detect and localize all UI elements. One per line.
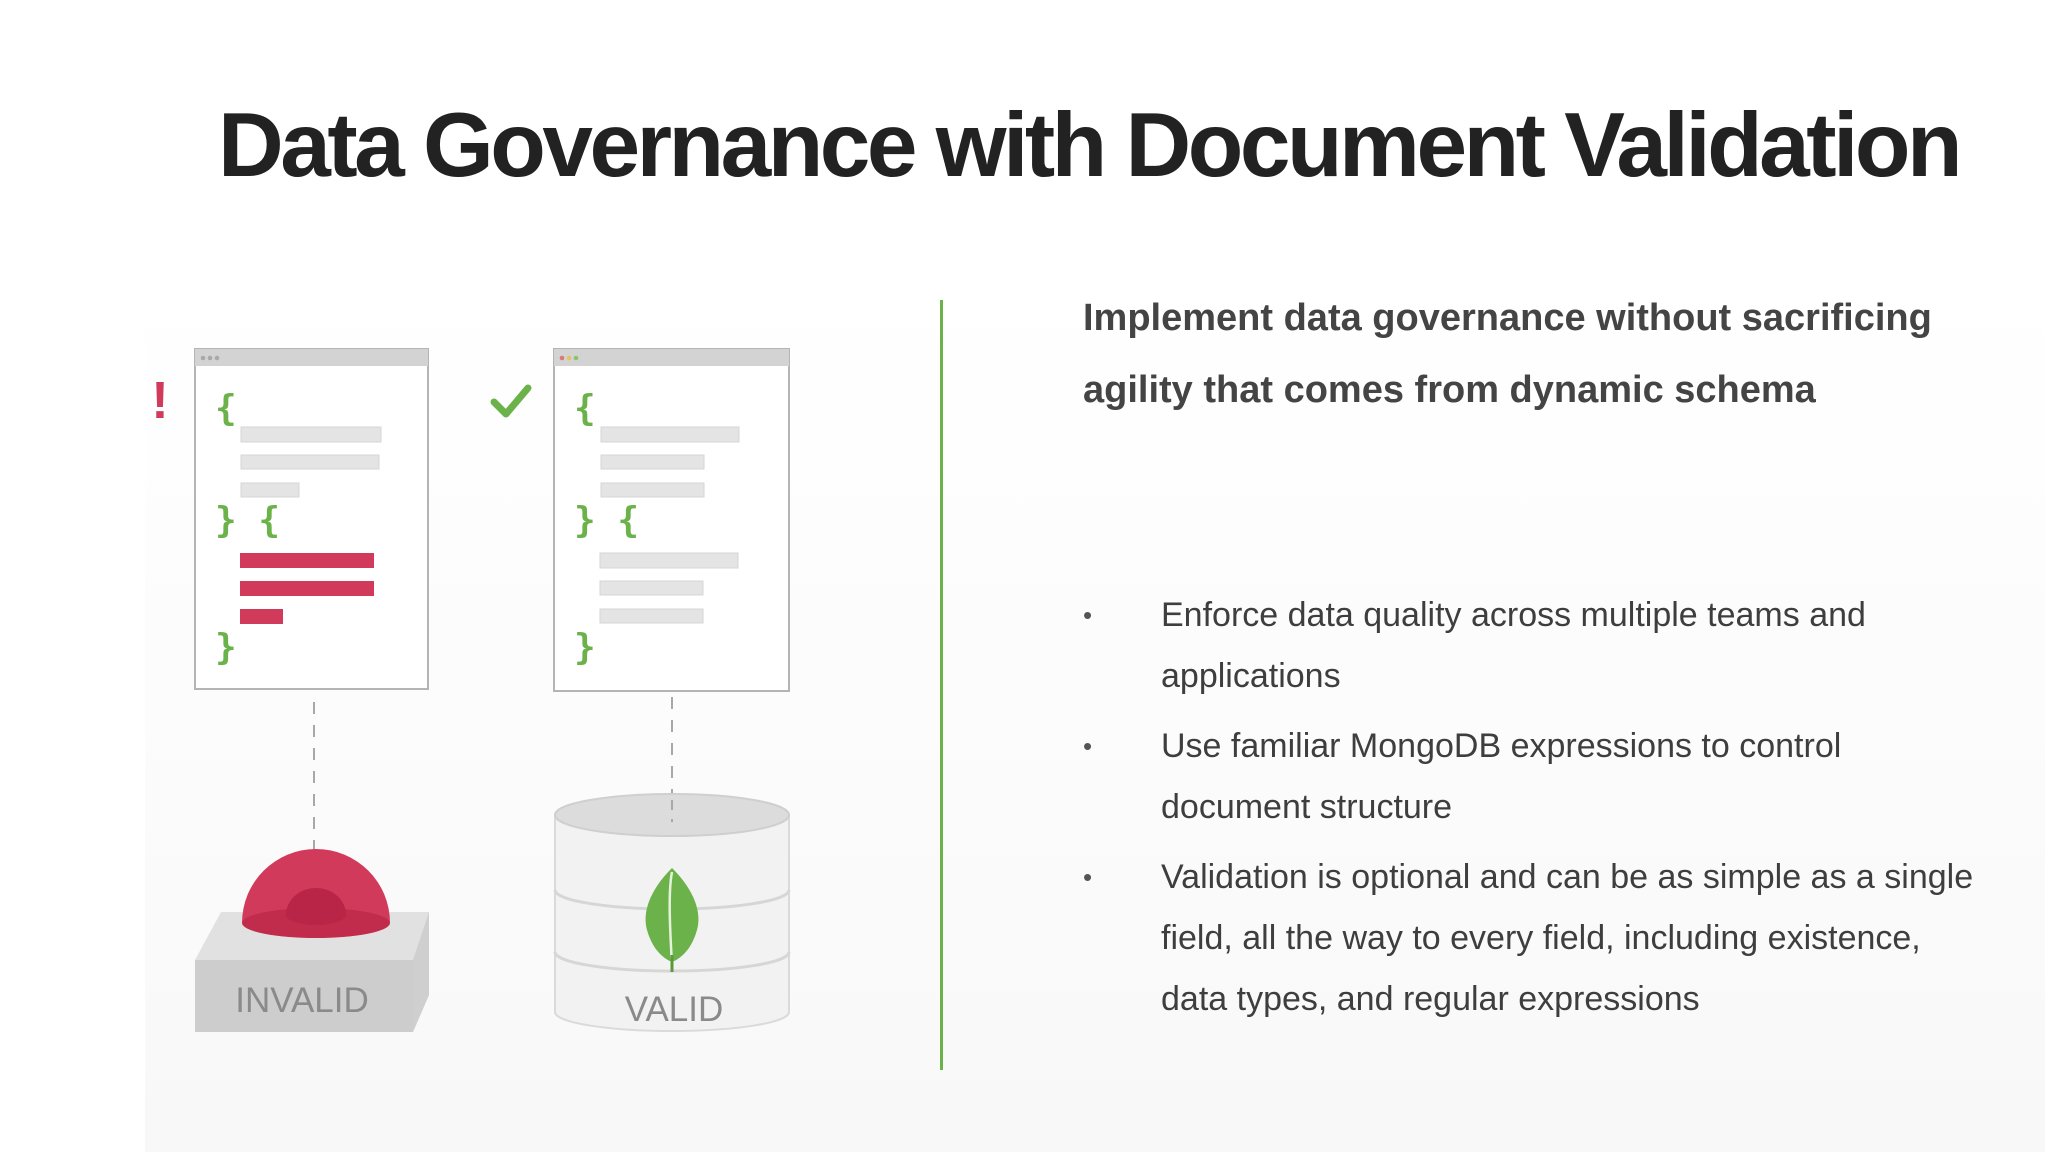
bullet-item: • Use familiar MongoDB expressions to co… [1083, 716, 1983, 838]
invalid-field-bar [240, 581, 374, 596]
checkmark-icon [490, 384, 532, 418]
exclamation-icon: ! [151, 372, 168, 430]
close-open-brace-glyph: } { [574, 500, 639, 541]
bullet-item: • Validation is optional and can be as s… [1083, 847, 1983, 1030]
invalid-label: INVALID [235, 981, 369, 1020]
open-brace-glyph: { [574, 388, 596, 429]
valid-document-window: { } { } [553, 348, 790, 692]
bullet-marker: • [1083, 600, 1093, 630]
open-brace-glyph: { [215, 388, 237, 429]
red-reject-button-icon [195, 849, 429, 1032]
invalid-field-bar [240, 553, 374, 568]
valid-document-group: { } { } [490, 348, 791, 1032]
invalid-document-window: { } { } [194, 348, 429, 690]
invalid-document-group: ! { } { } [151, 348, 429, 1032]
mongodb-leaf-icon [645, 868, 699, 972]
close-open-brace-glyph: } { [215, 500, 280, 541]
slide-title: Data Governance with Document Validation [218, 95, 1963, 196]
bullet-item: • Enforce data quality across multiple t… [1083, 585, 1983, 707]
bullet-marker: • [1083, 862, 1093, 892]
bullet-text: Enforce data quality across multiple tea… [1161, 596, 1866, 695]
close-brace-glyph: } [215, 627, 237, 668]
slide-background-shade [145, 280, 2045, 1152]
bullet-list: • Enforce data quality across multiple t… [1083, 585, 1983, 1039]
close-brace-glyph: } [574, 627, 596, 668]
validation-illustration: ! { } { } [151, 348, 791, 1032]
bullet-marker: • [1083, 731, 1093, 761]
bullet-text: Validation is optional and can be as sim… [1161, 858, 1974, 1018]
bullet-text: Use familiar MongoDB expressions to cont… [1161, 727, 1842, 826]
slide-subtitle: Implement data governance without sacrif… [1083, 297, 1932, 411]
invalid-field-bar [240, 609, 283, 624]
valid-label: VALID [625, 990, 724, 1029]
vertical-divider [940, 300, 943, 1070]
